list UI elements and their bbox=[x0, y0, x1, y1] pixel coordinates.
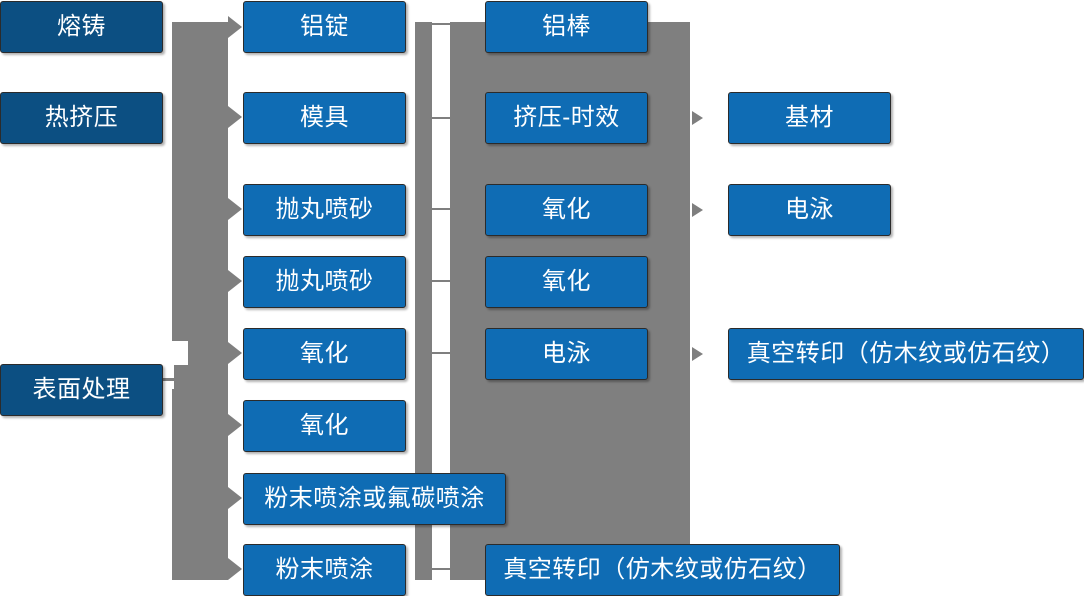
right-arrow-icon-sub-1 bbox=[228, 16, 242, 38]
node-sub-2[interactable]: 模具 bbox=[243, 92, 406, 144]
node-label: 粉末喷涂 bbox=[275, 556, 374, 583]
node-label: 抛丸喷砂 bbox=[275, 268, 374, 295]
node-label: 抛丸喷砂 bbox=[275, 196, 374, 223]
node-sub-4[interactable]: 抛丸喷砂 bbox=[243, 256, 406, 308]
right-arrow-icon-sub-7 bbox=[228, 487, 242, 509]
node-proc-3[interactable]: 氧化 bbox=[485, 184, 648, 236]
node-proc-4[interactable]: 氧化 bbox=[485, 256, 648, 308]
connector-tie-1 bbox=[415, 23, 453, 25]
node-proc-2[interactable]: 挤压-时效 bbox=[485, 92, 648, 144]
node-sub-7[interactable]: 粉末喷涂或氟碳喷涂 bbox=[243, 473, 506, 525]
right-arrow-icon-sub-3 bbox=[228, 198, 242, 220]
node-sub-5[interactable]: 氧化 bbox=[243, 328, 406, 380]
node-label: 电泳 bbox=[542, 340, 591, 367]
connector-tie-3 bbox=[432, 208, 453, 210]
node-label: 氧化 bbox=[300, 340, 349, 367]
right-arrow-icon-sub-4 bbox=[228, 270, 242, 292]
node-label: 真空转印（仿木纹或仿石纹） bbox=[503, 556, 822, 583]
node-stage-1[interactable]: 熔铸 bbox=[0, 1, 163, 53]
connector-tie-6 bbox=[432, 568, 453, 570]
node-out-1[interactable]: 基材 bbox=[728, 92, 891, 144]
connector-rail-substage bbox=[415, 22, 432, 580]
node-proc-5[interactable]: 电泳 bbox=[485, 328, 648, 380]
node-proc-6[interactable]: 真空转印（仿木纹或仿石纹） bbox=[485, 544, 840, 596]
connector-bracket-stage-to-substage bbox=[172, 22, 228, 580]
right-arrow-icon-out-2 bbox=[692, 203, 703, 217]
node-label: 氧化 bbox=[300, 412, 349, 439]
connector-stub-surface-treatment bbox=[160, 378, 178, 381]
node-label: 模具 bbox=[300, 104, 349, 131]
node-label: 热挤压 bbox=[44, 104, 119, 131]
connector-notch-surface-treatment-2 bbox=[160, 341, 188, 365]
node-label: 氧化 bbox=[542, 196, 591, 223]
node-proc-1[interactable]: 铝棒 bbox=[485, 1, 648, 53]
node-label: 铝锭 bbox=[300, 13, 349, 40]
node-sub-6[interactable]: 氧化 bbox=[243, 400, 406, 452]
node-label: 挤压-时效 bbox=[513, 104, 620, 131]
node-out-2[interactable]: 电泳 bbox=[728, 184, 891, 236]
right-arrow-icon-sub-5 bbox=[228, 342, 242, 364]
right-arrow-icon-sub-6 bbox=[228, 414, 242, 436]
node-label: 铝棒 bbox=[542, 13, 591, 40]
node-out-3[interactable]: 真空转印（仿木纹或仿石纹） bbox=[728, 328, 1084, 380]
node-label: 熔铸 bbox=[57, 13, 106, 40]
node-stage-2[interactable]: 热挤压 bbox=[0, 92, 163, 144]
node-label: 粉末喷涂或氟碳喷涂 bbox=[264, 485, 485, 512]
node-stage-3[interactable]: 表面处理 bbox=[0, 364, 163, 416]
down-arrow-icon-stage1 bbox=[189, 62, 211, 76]
down-arrow-icon-stage2 bbox=[189, 330, 211, 344]
node-label: 表面处理 bbox=[32, 376, 131, 403]
right-arrow-icon-sub-8 bbox=[228, 558, 242, 580]
node-sub-1[interactable]: 铝锭 bbox=[243, 1, 406, 53]
node-label: 真空转印（仿木纹或仿石纹） bbox=[746, 340, 1066, 367]
right-arrow-icon-out-3 bbox=[692, 347, 703, 361]
node-label: 氧化 bbox=[542, 268, 591, 295]
node-label: 基材 bbox=[785, 104, 834, 131]
right-arrow-icon-sub-2 bbox=[228, 106, 242, 128]
connector-tie-5 bbox=[432, 352, 453, 354]
node-sub-3[interactable]: 抛丸喷砂 bbox=[243, 184, 406, 236]
connector-tie-2 bbox=[432, 117, 453, 119]
node-sub-8[interactable]: 粉末喷涂 bbox=[243, 544, 406, 596]
right-arrow-icon-out-1 bbox=[692, 111, 703, 125]
node-label: 电泳 bbox=[785, 196, 834, 223]
connector-tie-4 bbox=[432, 280, 453, 282]
